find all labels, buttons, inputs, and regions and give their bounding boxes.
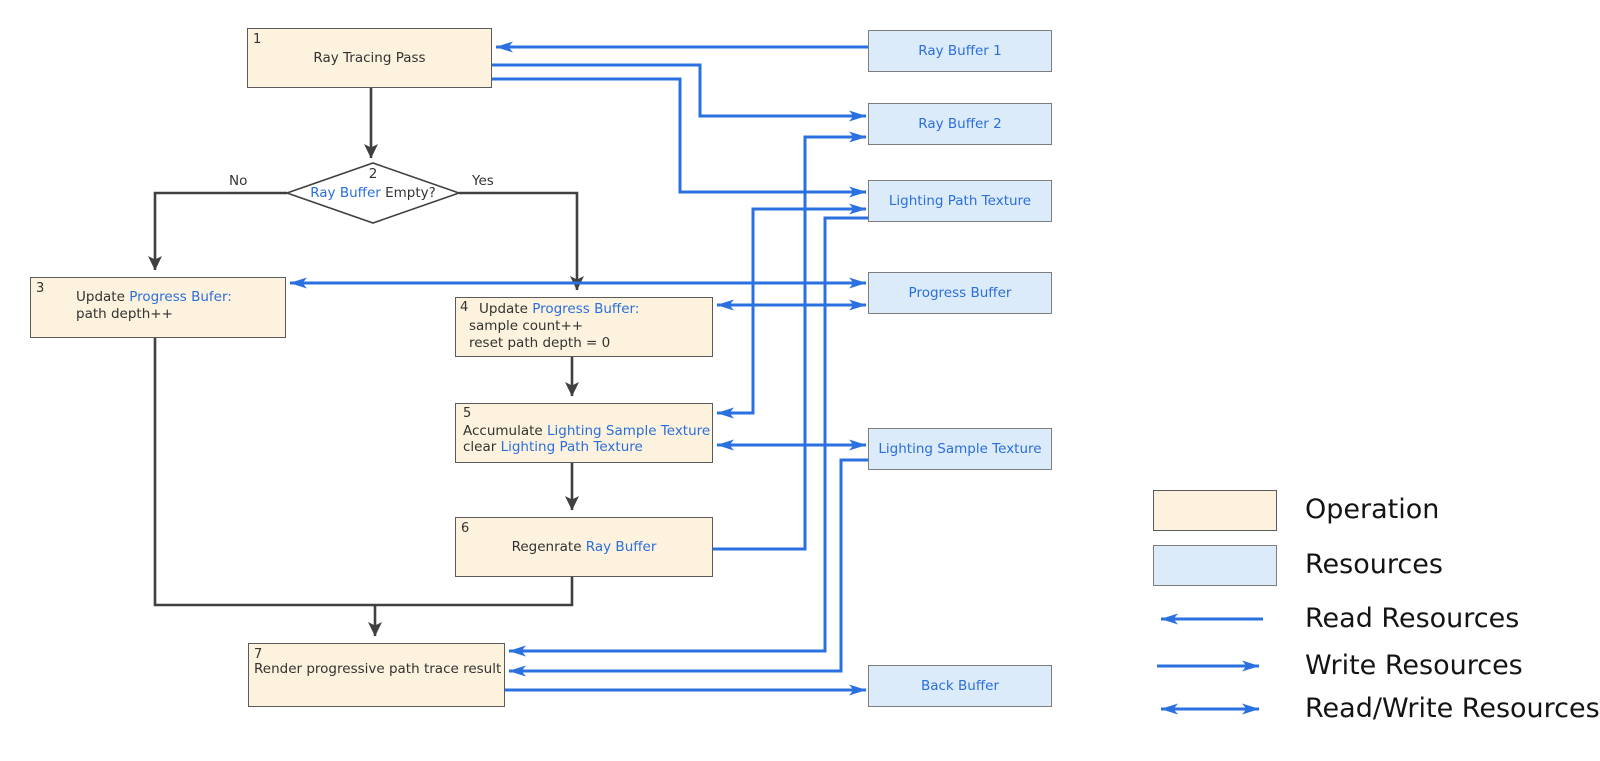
arrow-read-lighting-path-texture-to-op7 (508, 216, 868, 657)
resource-back-buffer-label: Back Buffer (920, 678, 1000, 694)
op5-accumulate-lighting: 5 Accumulate Lighting Sample Texture cle… (455, 403, 713, 463)
op5-line2-action: clear (463, 439, 501, 455)
branch-label-no: No (229, 173, 248, 189)
op4-line1: Update Progress Buffer: (479, 301, 712, 318)
legend-resources-swatch (1153, 545, 1277, 586)
op5-line2: clear Lighting Path Texture (463, 439, 712, 456)
op4-line1-action: Update (479, 301, 533, 317)
legend-resources-label: Resources (1305, 549, 1443, 580)
op5-line1: Accumulate Lighting Sample Texture (463, 423, 712, 440)
resource-progress-buffer-label: Progress Buffer (908, 285, 1012, 301)
decision-condition: Ray Buffer Empty? (289, 185, 457, 201)
op6-regenerate-ray-buffer: 6 Regenrate Ray Buffer (455, 517, 713, 577)
resource-back-buffer: Back Buffer (868, 665, 1052, 707)
decision-number: 2 (368, 166, 378, 182)
op3-line1-action: Update (76, 289, 130, 305)
op3-number: 3 (36, 281, 45, 296)
op6-resource: Ray Buffer (585, 538, 657, 555)
op4-update-progress-buffer: 4 Update Progress Buffer: sample count++… (455, 297, 713, 357)
op5-number: 5 (463, 406, 472, 421)
resource-progress-buffer: Progress Buffer (868, 272, 1052, 314)
op1-number: 1 (253, 32, 262, 47)
legend-readwrite-label: Read/Write Resources (1305, 693, 1600, 724)
flow-decision-yes-to-op4 (459, 191, 584, 291)
resource-ray-buffer-2-label: Ray Buffer 2 (918, 116, 1002, 132)
op7-line1: Render progressive path trace result (254, 661, 502, 677)
arrow-write-op1-to-lighting-path-texture (492, 77, 867, 198)
decision-diamond-shape (284, 162, 462, 224)
decision-condition-rest: Empty? (380, 185, 436, 201)
op4-number: 4 (460, 300, 469, 315)
resource-lighting-sample-texture-label: Lighting Sample Texture (878, 441, 1042, 457)
op5-line2-resource: Lighting Path Texture (500, 439, 643, 455)
resource-ray-buffer-1-label: Ray Buffer 1 (918, 43, 1002, 59)
resource-ray-buffer-1: Ray Buffer 1 (868, 30, 1052, 72)
op6-number: 6 (461, 521, 470, 536)
op6-action: Regenrate (511, 538, 586, 555)
decision-condition-resource: Ray Buffer (310, 185, 381, 201)
arrow-readwrite-op5-lighting-path-texture (716, 203, 867, 419)
flow-decision-no-to-op3 (148, 191, 287, 271)
legend-operation-label: Operation (1305, 494, 1440, 525)
op7-render-result: 7 Render progressive path trace result (248, 643, 505, 707)
op4-line1-resource: Progress Buffer: (532, 301, 640, 317)
arrow-read-lighting-sample-texture-to-op7 (508, 458, 868, 677)
op7-number: 7 (254, 647, 263, 662)
legend-read-label: Read Resources (1305, 603, 1520, 634)
resource-lighting-path-texture: Lighting Path Texture (868, 180, 1052, 222)
arrow-write-op1-to-ray-buffer-2 (492, 63, 867, 122)
resource-lighting-sample-texture: Lighting Sample Texture (868, 428, 1052, 470)
op5-line1-resource: Lighting Sample Texture (547, 422, 711, 439)
resource-ray-buffer-2: Ray Buffer 2 (868, 103, 1052, 145)
branch-label-yes: Yes (472, 173, 494, 189)
op5-line1-action: Accumulate (463, 422, 548, 439)
op4-line2: sample count++ (469, 318, 584, 334)
op6-title: Regenrate Ray Buffer (512, 539, 657, 556)
resource-lighting-path-texture-label: Lighting Path Texture (888, 193, 1032, 209)
arrow-write-op6-to-ray-buffer-2 (713, 131, 867, 551)
flow-merge-line (153, 337, 574, 607)
op4-line3: reset path depth = 0 (469, 335, 611, 351)
legend-operation-swatch (1153, 490, 1277, 531)
op1-ray-tracing-pass: 1 Ray Tracing Pass (247, 28, 492, 88)
op3-line1: Update Progress Bufer: (76, 289, 285, 306)
op3-line1-resource: Progress Bufer: (129, 289, 232, 305)
op3-line2: path depth++ (76, 306, 173, 322)
op3-update-progress-buffer: 3 Update Progress Bufer: path depth++ (30, 277, 286, 338)
legend-write-label: Write Resources (1305, 650, 1523, 681)
op1-title: Ray Tracing Pass (313, 49, 426, 66)
